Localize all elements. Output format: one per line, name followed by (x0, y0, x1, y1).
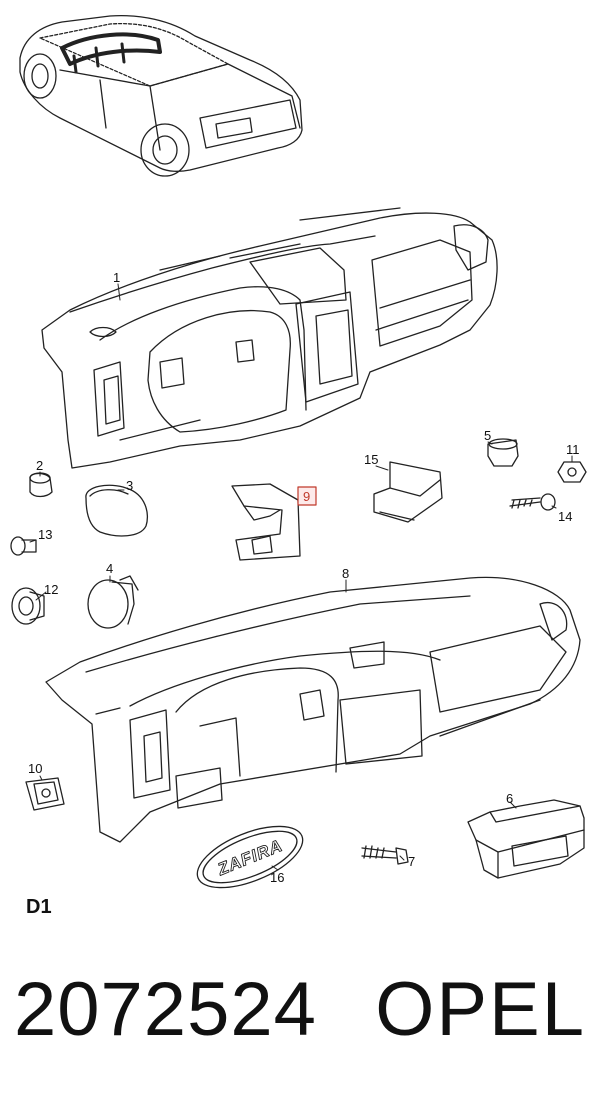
callout-9: 9 (303, 489, 310, 504)
callouts: 1 2 3 4 5 6 7 8 9 10 11 12 13 14 15 16 (28, 270, 580, 885)
clip-part-4 (87, 575, 139, 629)
speed-nut-part-10 (25, 777, 65, 811)
callout-4: 4 (106, 561, 113, 576)
dashboard-carrier-part-1 (41, 207, 498, 469)
button-part-2 (29, 472, 53, 498)
callout-3: 3 (126, 478, 133, 493)
grommet-part-12 (11, 587, 45, 625)
callout-14: 14 (558, 509, 572, 524)
bracket-part-6 (467, 799, 585, 879)
part-number: 2072524 (14, 967, 317, 1052)
callout-5: 5 (484, 428, 491, 443)
callout-13: 13 (38, 527, 52, 542)
emblem-part-16: ZAFIRA (196, 825, 304, 889)
clip-part-15 (373, 461, 443, 523)
callout-11: 11 (566, 442, 580, 457)
callout-1: 1 (113, 270, 120, 285)
footer: 2072524 OPEL (0, 965, 600, 1075)
sheet-code: D1 (26, 896, 52, 918)
grommet-part-5 (487, 438, 519, 467)
screw-part-14 (509, 493, 556, 511)
callout-2: 2 (36, 458, 43, 473)
callout-16: 16 (270, 870, 284, 885)
leader-lines (29, 283, 573, 871)
callout-15: 15 (364, 452, 378, 467)
dashboard-part-8 (45, 576, 581, 843)
callout-9-box: 9 (297, 486, 317, 506)
bolt-part-7 (361, 845, 409, 865)
parts-diagram: ZAFIRA 1 2 3 4 5 6 7 8 9 10 11 12 (10, 14, 587, 889)
callout-6: 6 (506, 791, 513, 806)
bracket-part-9 (231, 483, 301, 561)
callout-12: 12 (44, 582, 58, 597)
bolt-part-13 (10, 536, 37, 556)
callout-10: 10 (28, 761, 42, 776)
cover-part-3 (85, 484, 149, 537)
callout-7: 7 (408, 854, 415, 869)
callout-8: 8 (342, 566, 349, 581)
brand-name: OPEL (375, 967, 586, 1052)
car-thumbnail (19, 14, 303, 177)
nut-part-11 (557, 461, 587, 483)
